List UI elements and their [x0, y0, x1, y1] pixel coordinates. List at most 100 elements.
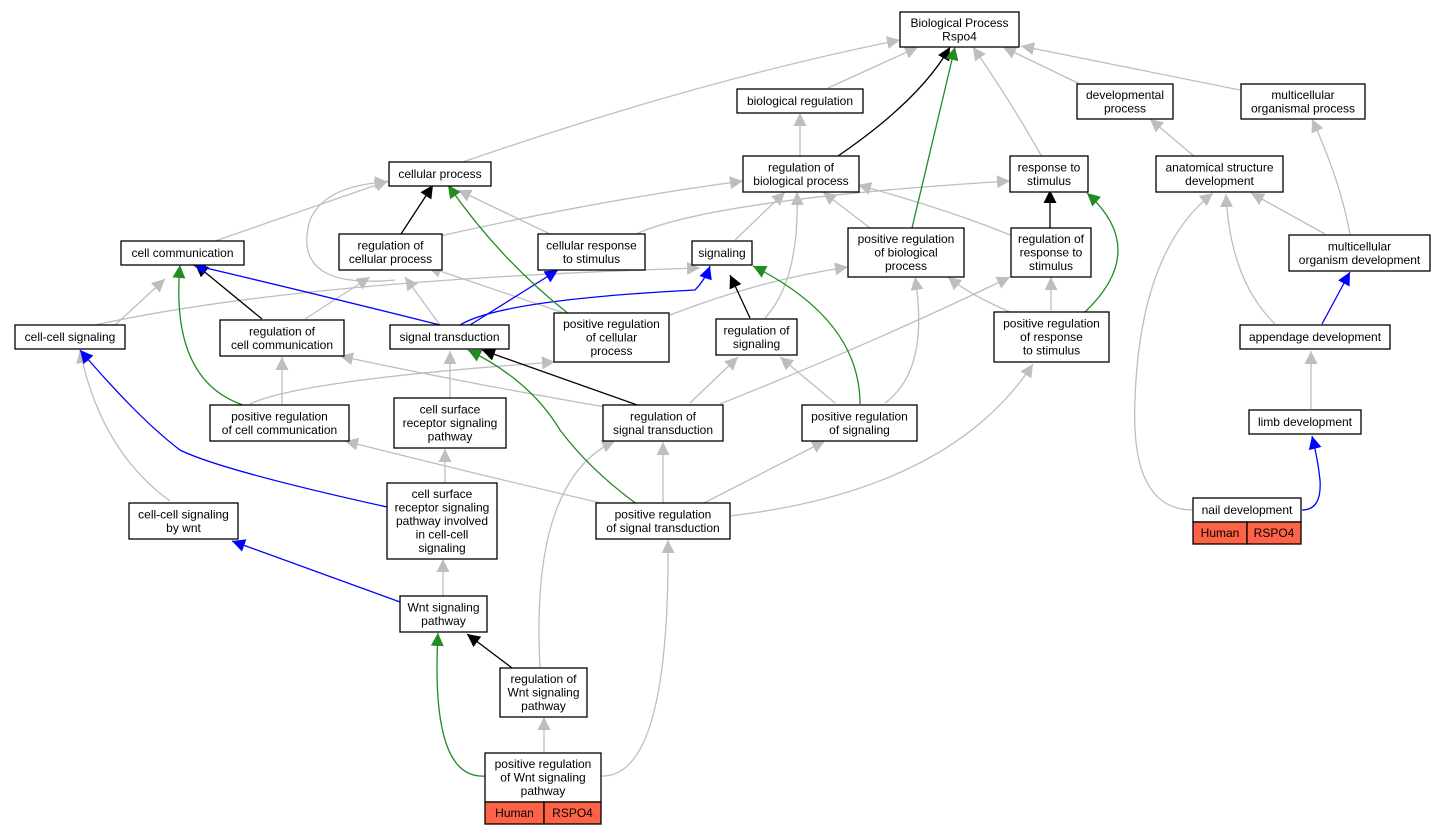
- edge-cell-resp-to-cell-proc: [457, 189, 551, 235]
- edge-csr-cc-to-cc-sig-blue: [79, 349, 388, 508]
- go-term-label-line: regulation of: [249, 324, 316, 338]
- go-term-label-line: multicellular: [1271, 88, 1334, 102]
- go-term-label-line: of biological: [874, 246, 937, 260]
- go-term-label-line: cellular response: [546, 238, 637, 252]
- go-term-label-line: by wnt: [166, 521, 201, 535]
- edge-reg-bio-regulates-root: [837, 46, 951, 157]
- go-term-label-line: development: [1185, 174, 1254, 188]
- edge-reg-cell-proc-regulates-cell-proc: [400, 184, 434, 235]
- go-term-label-line: anatomical structure: [1165, 160, 1273, 174]
- go-term-label-line: Wnt signaling: [507, 686, 579, 700]
- go-term-label-line: receptor signaling: [395, 501, 490, 515]
- edge-sig-trans-to-signaling-blue: [459, 265, 712, 326]
- go-term-label-line: biological process: [753, 174, 848, 188]
- go-term-limb-development[interactable]: limb development: [1248, 409, 1362, 435]
- go-term-label-line: signaling: [418, 541, 465, 555]
- edge-pos-reg-wnt-to-wnt-green: [430, 632, 486, 777]
- go-term-label-line: developmental: [1086, 88, 1164, 102]
- go-term-label-line: cellular process: [398, 167, 481, 181]
- go-term-signaling[interactable]: signaling: [691, 240, 753, 266]
- go-term-label-line: process: [885, 259, 927, 273]
- edge-cc-sig-to-cell-comm: [114, 278, 166, 326]
- edge-reg-sig-to-reg-bio: [764, 191, 804, 319]
- go-term-label-line: nail development: [1202, 503, 1293, 517]
- edge-bio-reg-to-root: [827, 46, 919, 89]
- edge-cc-wnt-to-cc-sig: [76, 349, 171, 502]
- edge-cell-comm-to-cell-proc: [214, 179, 389, 242]
- edge-sig-trans-to-reg-cell-proc: [404, 276, 441, 326]
- edge-pos-reg-sig-trans-to-pos-reg-cell-comm: [344, 437, 611, 506]
- go-term-label-line: multicellular: [1328, 239, 1391, 253]
- go-term-cell-cell-signaling[interactable]: cell-cell signaling: [14, 324, 126, 350]
- go-term-label-line: positive regulation: [1003, 317, 1100, 331]
- go-term-signal-transduction[interactable]: signal transduction: [389, 324, 510, 350]
- go-term-label-line: regulation of: [630, 409, 697, 423]
- go-term-cellular-process[interactable]: cellular process: [388, 161, 492, 187]
- edge-reg-sig-trans-to-reg-resp: [719, 276, 1011, 405]
- go-term-label-line: organism development: [1299, 253, 1421, 267]
- go-term-biological-regulation[interactable]: biological regulation: [736, 88, 864, 114]
- edge-sig-trans-to-cell-resp-blue: [469, 269, 559, 326]
- edge-pos-reg-bio-to-reg-bio: [822, 191, 871, 229]
- go-term-label-line: pathway: [521, 699, 566, 713]
- edge-pos-reg-sig-to-reg-sig: [779, 356, 836, 404]
- go-term-label-line: pathway: [428, 430, 473, 444]
- edge-pos-reg-sig-trans-to-sig-trans-green: [467, 349, 639, 506]
- edge-pos-reg-cell-comm-to-cell-comm-green: [172, 264, 244, 406]
- edge-reg-sig-trans-regulates-sig-trans: [481, 348, 641, 407]
- go-term-label-line: Wnt signaling: [407, 600, 479, 614]
- go-term-label-line: positive regulation: [811, 409, 908, 423]
- go-term-label-line: in cell-cell: [416, 528, 469, 542]
- go-term-cell-communication[interactable]: cell communication: [120, 240, 245, 266]
- go-term-label-line: pathway: [521, 784, 566, 798]
- go-term-label-line: regulation of: [768, 160, 835, 174]
- go-term-label-line: regulation of: [1018, 232, 1085, 246]
- edge-cc-sig-to-signaling: [94, 261, 701, 326]
- go-term-label-line: pathway: [421, 614, 466, 628]
- go-term-label-line: to stimulus: [563, 252, 620, 266]
- edge-sig-trans-to-cell-comm-blue: [192, 261, 441, 326]
- edge-pos-reg-cell-proc-to-reg-cell-proc: [427, 265, 571, 316]
- edge-pos-reg-sig-to-signaling-green: [752, 265, 861, 405]
- edge-anat-dev-to-dev-proc: [1149, 118, 1196, 158]
- go-term-label-line: cell-cell signaling: [138, 507, 229, 521]
- edge-reg-cell-proc-to-reg-bio: [439, 176, 744, 237]
- edge-pos-reg-bio-to-root-green: [911, 46, 959, 229]
- edge-cell-resp-to-resp-stim: [629, 175, 1011, 238]
- go-term-label-line: stimulus: [1027, 174, 1071, 188]
- go-term-label-line: positive regulation: [563, 317, 660, 331]
- edge-multi-dev-to-anat-dev: [1250, 192, 1326, 235]
- go-term-appendage-development[interactable]: appendage development: [1239, 324, 1391, 350]
- edge-reg-resp-to-reg-bio: [857, 182, 1016, 238]
- edge-nail-dev-to-anat-dev: [1133, 192, 1214, 511]
- go-term-label-line: biological regulation: [747, 94, 853, 108]
- go-term-label-line: Biological Process: [910, 16, 1008, 30]
